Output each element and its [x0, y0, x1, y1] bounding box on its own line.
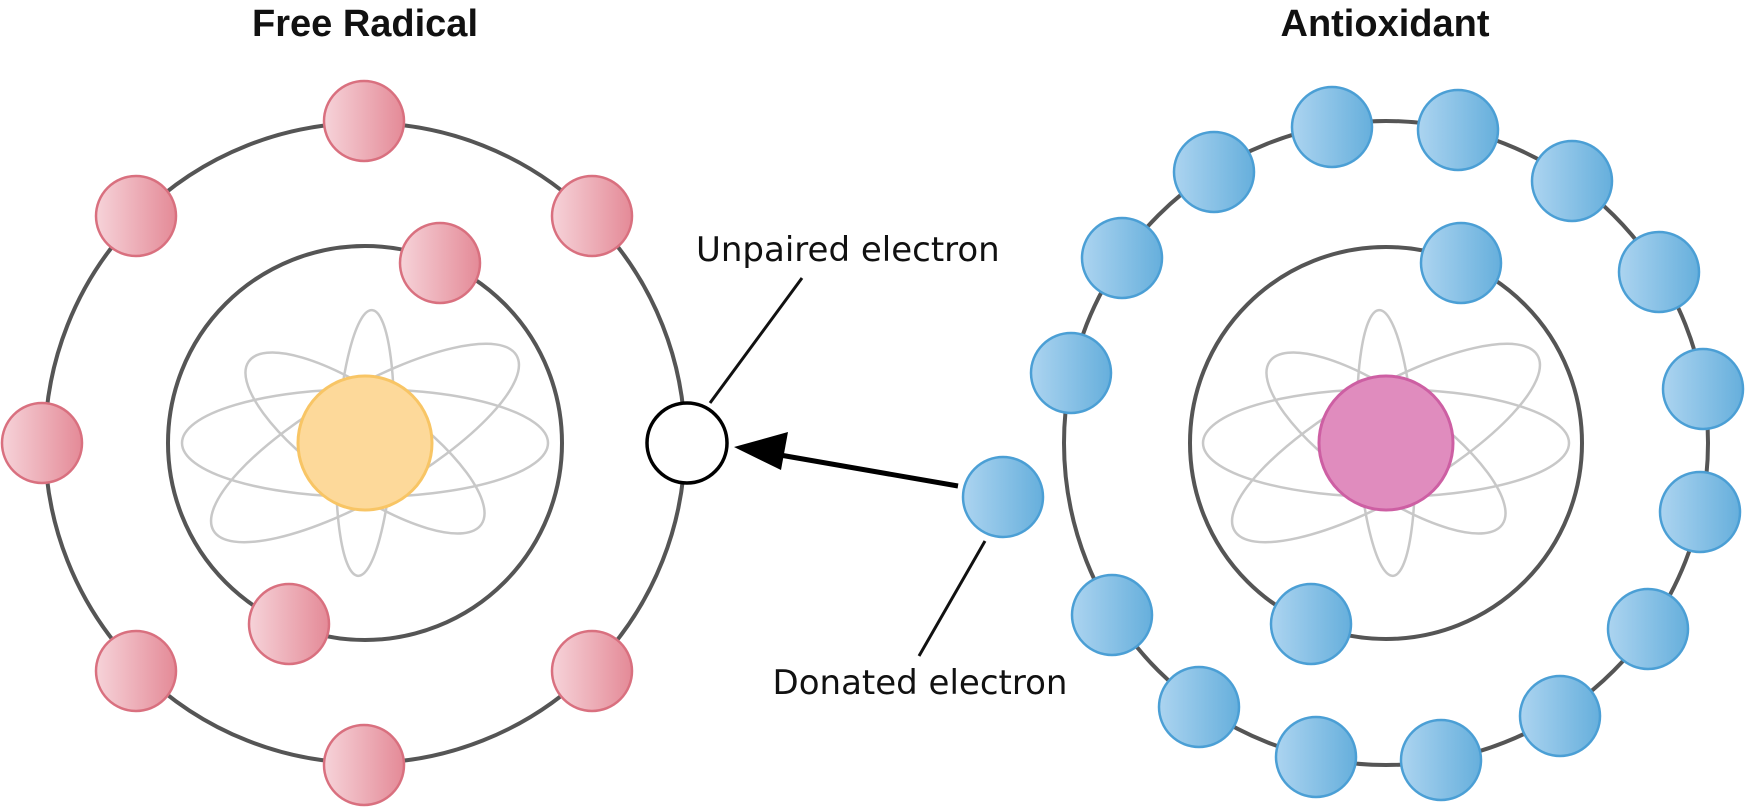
electron	[1606, 587, 1690, 671]
electron	[550, 174, 634, 258]
electron	[1518, 674, 1602, 758]
free-radical-electrons	[0, 79, 634, 807]
unpaired-electron-label: Unpaired electron	[696, 230, 1000, 270]
electron	[1658, 470, 1742, 554]
electron	[1172, 130, 1256, 214]
donated-electron	[961, 455, 1045, 539]
donated-electron-leader	[917, 540, 987, 657]
free-radical-title: Free Radical	[252, 3, 478, 45]
unpaired-electron-leader	[708, 277, 804, 404]
antioxidant-atom	[1029, 85, 1745, 802]
electron	[1080, 216, 1164, 300]
arrow-left-icon	[734, 432, 959, 489]
donated-electron-label: Donated electron	[773, 663, 1068, 703]
unpaired-electron-vacancy	[645, 401, 729, 485]
electron	[398, 221, 482, 305]
electron	[1399, 718, 1483, 802]
electron	[1530, 139, 1614, 223]
electron	[94, 174, 178, 258]
electron	[550, 629, 634, 713]
electron	[1157, 665, 1241, 749]
antioxidant-outer-shell	[1062, 119, 1710, 767]
electron	[1029, 331, 1113, 415]
antioxidant-inner-shell	[1188, 245, 1584, 641]
free-radical-atom	[0, 79, 729, 807]
electron	[247, 582, 331, 666]
electron	[322, 79, 406, 163]
electron	[1269, 582, 1353, 666]
electron	[1070, 573, 1154, 657]
antioxidant-electrons	[1029, 85, 1745, 802]
electron	[1617, 230, 1701, 314]
electron	[1290, 85, 1374, 169]
electron	[322, 723, 406, 807]
electron	[94, 629, 178, 713]
free-radical-inner-shell	[166, 244, 564, 642]
antioxidant-title: Antioxidant	[1281, 3, 1490, 45]
electron	[1274, 715, 1358, 799]
free-radical-nucleus	[296, 374, 434, 512]
antioxidant-nucleus	[1317, 374, 1455, 512]
electron	[1416, 88, 1500, 172]
electron	[1419, 221, 1503, 305]
electron	[1661, 347, 1745, 431]
electron	[0, 401, 84, 485]
